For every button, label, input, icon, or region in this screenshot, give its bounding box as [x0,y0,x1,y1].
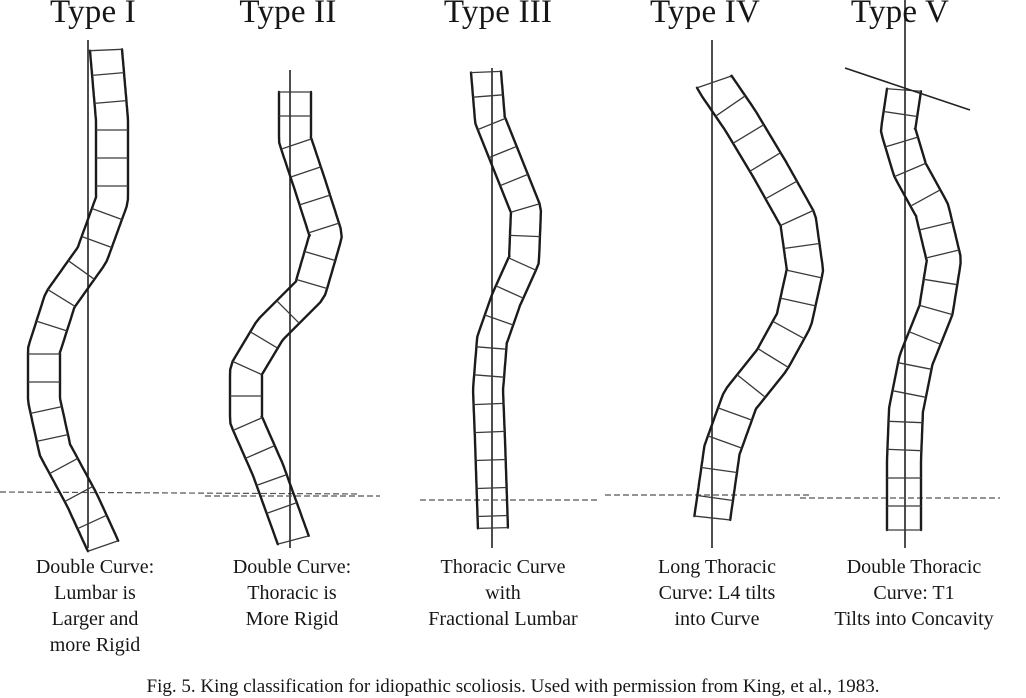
vertebra-line-type-4 [772,320,805,340]
vertebra-line-type-3 [474,374,505,378]
vertebra-line-type-2 [296,278,328,290]
vertebra-line-type-2 [245,445,275,459]
vertebra-line-type-4 [701,466,738,474]
vertebra-cap-top-type-3 [470,70,502,74]
vertebra-cap-top-type-1 [89,48,123,52]
vertebra-line-type-3 [510,203,540,213]
vertebra-cap-bottom-type-3 [477,526,508,530]
vertebra-line-type-3 [484,314,514,326]
panel-title-type-1: Type I [50,0,136,30]
vertebra-line-type-1 [30,405,62,415]
vertebra-line-type-1 [77,514,107,530]
vertebra-line-type-1 [64,485,94,503]
vertebra-line-type-2 [256,473,287,487]
vertebra-line-type-3 [475,458,506,462]
vertebra-line-type-1 [67,260,95,280]
vertebra-line-type-2 [266,501,298,515]
vertebra-line-type-3 [509,234,540,238]
vertebra-line-type-5 [883,110,918,118]
vertebra-line-type-5 [892,390,927,398]
vertebra-line-type-2 [290,166,322,178]
vertebra-line-type-3 [473,94,503,98]
vertebra-line-type-1 [49,457,79,475]
vertebra-line-type-3 [508,257,537,271]
panel-title-type-3: Type III [443,0,553,30]
vertebra-line-type-1 [91,207,123,221]
panel-caption-type-2: Double Curve: Thoracic is More Rigid [232,556,352,630]
spine-left-edge-type-2 [228,90,311,546]
vertebra-line-type-3 [477,117,506,131]
figure-caption: Fig. 5. King classification for idiopath… [146,676,880,697]
vertebra-cap-bottom-type-1 [87,540,119,552]
vertebra-line-type-5 [923,278,958,286]
vertebra-line-type-4 [732,124,765,144]
vertebra-line-type-2 [232,417,263,431]
vertebra-line-type-3 [474,430,505,434]
vertebra-line-type-3 [476,486,507,490]
vertebra-line-type-1 [81,235,113,249]
panel-title-type-4: Type IV [650,0,760,30]
vertebra-line-type-1 [36,433,69,443]
vertebra-line-type-4 [780,297,816,307]
vertebra-line-type-4 [783,242,820,250]
spine-right-edge-type-4 [729,74,825,522]
vertebra-line-type-1 [36,320,68,332]
vertebra-line-type-3 [495,285,524,299]
vertebra-line-type-4 [780,209,814,227]
vertebra-line-type-3 [476,346,507,350]
vertebra-cap-bottom-type-4 [694,515,731,521]
panel-title-type-2: Type II [239,0,337,30]
panel-caption-type-5: Double Thoracic Curve: T1 Tilts into Con… [834,556,994,630]
vertebra-line-type-3 [499,173,529,187]
panel-caption-type-3: Thoracic Curve with Fractional Lumbar [428,556,578,630]
vertebra-line-type-3 [488,145,517,159]
vertebra-cap-bottom-type-2 [277,535,309,545]
vertebra-line-type-4 [736,374,766,398]
vertebra-line-type-5 [894,162,926,178]
vertebra-line-type-2 [232,360,263,376]
vertebra-line-type-4 [757,348,789,368]
reference-line-type-1 [0,491,361,495]
tilt-line-type-5 [844,67,971,111]
vertebra-line-type-1 [94,99,127,105]
vertebra-line-type-2 [299,194,331,206]
vertebra-line-type-3 [477,514,508,518]
vertebra-line-type-1 [47,289,76,307]
vertebra-line-type-5 [919,221,953,231]
vertebra-line-type-5 [888,420,923,424]
spine-left-edge-type-1 [26,49,98,553]
vertebra-line-type-4 [786,269,822,279]
spine-left-edge-type-4 [693,86,789,518]
vertebra-cap-top-type-4 [696,75,732,89]
vertebra-line-type-5 [885,136,919,148]
vertebra-line-type-1 [92,71,125,77]
vertebra-cap-top-type-5 [886,88,922,92]
spine-right-edge-type-3 [499,70,543,529]
vertebra-line-type-5 [897,362,932,370]
vertebra-line-type-5 [908,331,941,345]
vertebra-line-type-5 [925,249,960,259]
panel-caption-type-1: Double Curve: Lumbar is Larger and more … [35,556,155,656]
vertebra-line-type-2 [304,250,336,262]
vertebra-line-type-5 [910,189,941,207]
vertebra-line-type-2 [280,138,312,150]
vertebra-line-type-4 [765,180,798,200]
vertebra-line-type-4 [707,435,743,449]
vertebra-line-type-4 [715,95,746,117]
vertebra-line-type-2 [249,331,279,349]
vertebra-line-type-4 [717,407,753,421]
panel-title-type-5: Type V [850,0,950,30]
vertebra-line-type-3 [473,402,504,406]
vertebra-line-type-2 [276,300,300,324]
vertebra-line-type-4 [749,152,781,172]
spine-right-edge-type-2 [260,90,343,537]
spine-right-edge-type-1 [58,48,130,542]
vertebra-line-type-5 [887,448,922,452]
spine-left-edge-type-3 [469,71,513,530]
vertebra-line-type-2 [308,222,340,234]
panel-caption-type-4: Long Thoracic Curve: L4 tilts into Curve [658,556,776,630]
vertebra-line-type-4 [697,494,734,502]
vertebra-line-type-5 [919,304,953,316]
